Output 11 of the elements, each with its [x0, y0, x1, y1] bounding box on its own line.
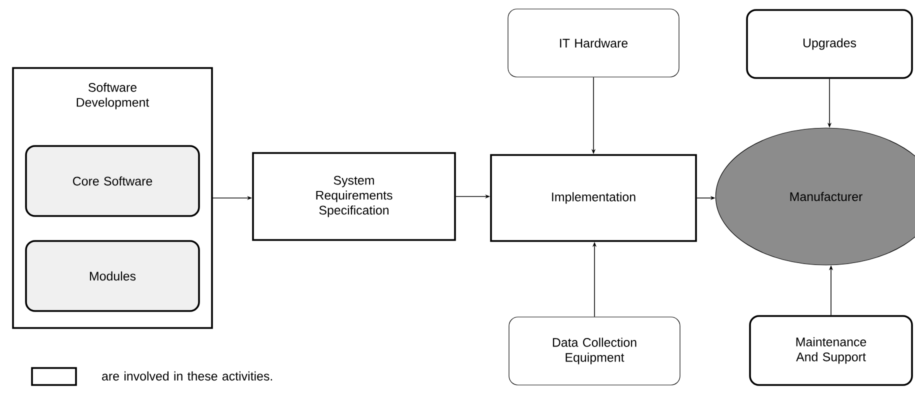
input-box: Upgrades [746, 9, 913, 79]
input-box: Maintenance And Support [749, 315, 913, 386]
process-box: Implementation [490, 154, 697, 242]
input-box: Data Collection Equipment [508, 316, 680, 386]
activity-box: Modules [25, 240, 200, 312]
box-title: Software Development [76, 82, 150, 110]
activity-box: Core Software [25, 145, 200, 217]
input-box: IT Hardware [508, 8, 680, 78]
process-box: System Requirements Specification [252, 152, 456, 241]
legend-text: are involved in these activities. [102, 371, 272, 381]
group-box [12, 67, 213, 329]
